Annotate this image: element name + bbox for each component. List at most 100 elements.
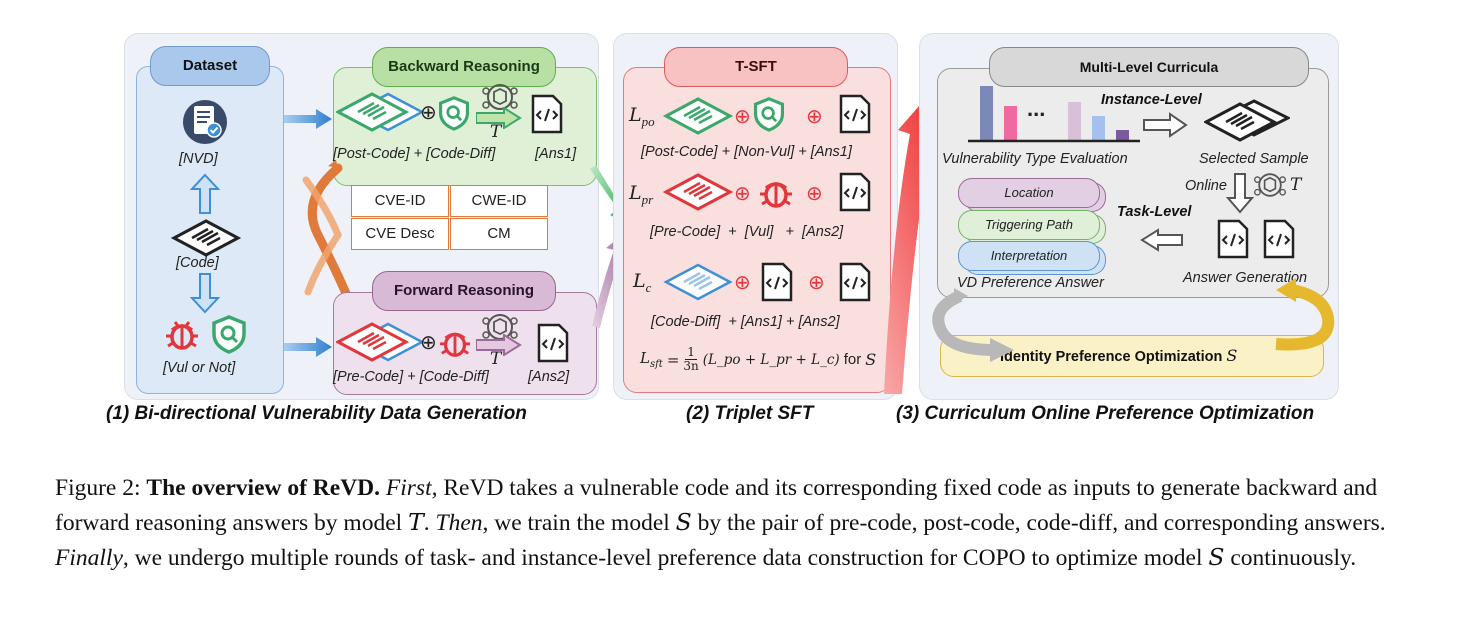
caption-text: by the pair of pre-code, post-code, code… bbox=[691, 510, 1386, 536]
arrow-tsft-to-curricula bbox=[884, 82, 946, 394]
caption-text: continuously. bbox=[1224, 545, 1357, 571]
answer-file-icon bbox=[761, 262, 793, 302]
answer-file-icon bbox=[839, 262, 871, 302]
teacher-symbol: T bbox=[490, 349, 502, 369]
bug-icon-small bbox=[760, 182, 792, 208]
backward-caption: [Post-Code] + [Code-Diff] bbox=[333, 146, 496, 162]
pre-code-diamond bbox=[662, 173, 734, 211]
loss-pr-label: Lpr bbox=[629, 182, 653, 208]
ipo-text: Identity Preference Optimization bbox=[1000, 349, 1223, 365]
arrow-to-backward bbox=[284, 109, 332, 129]
loss-symbol: L bbox=[629, 182, 642, 204]
bug-icon-small bbox=[439, 332, 471, 357]
code-diamond-icon bbox=[170, 219, 242, 257]
formula-numerator: 1 bbox=[685, 345, 697, 360]
pref-item-label: Interpretation bbox=[990, 248, 1068, 263]
selected-sample-diamonds bbox=[1204, 99, 1290, 142]
caption-teacher-symbol: T bbox=[408, 508, 424, 536]
caption-text: , we undergo multiple rounds of task- an… bbox=[122, 545, 1209, 571]
down-arrow-icon bbox=[190, 273, 220, 314]
answer-generation-label: Answer Generation bbox=[1183, 270, 1308, 286]
caption-text: ReVD takes a vulnerable code and its cor… bbox=[55, 475, 1378, 536]
formula-for: for bbox=[843, 351, 862, 368]
nvd-document-icon bbox=[183, 100, 227, 144]
caption-then: Then bbox=[435, 510, 483, 536]
teacher-symbol: T bbox=[1290, 175, 1302, 195]
yellow-loop-arrow bbox=[1275, 278, 1335, 351]
oplus-symbol: ⊕ bbox=[806, 106, 823, 128]
vul-label: [Vul or Not] bbox=[163, 360, 236, 376]
loss-subscript: pr bbox=[641, 191, 654, 207]
answer-file-icon bbox=[531, 94, 563, 134]
vte-label: Vulnerability Type Evaluation bbox=[942, 151, 1128, 167]
shield-icon bbox=[212, 315, 246, 354]
selected-sample-label: Selected Sample bbox=[1199, 151, 1309, 167]
forward-answer-label: [Ans2] bbox=[528, 369, 570, 385]
sft-loss-formula: Lsft = 1 3n (L_po + L_pr + L_c) for S bbox=[640, 346, 876, 373]
row1-caption: [Post-Code] + [Non-Vul] + [Ans1] bbox=[641, 144, 852, 160]
caption-prefix: Figure 2: bbox=[55, 475, 147, 501]
loss-subscript: po bbox=[641, 113, 655, 129]
answer-file-icon bbox=[537, 323, 569, 363]
forward-reasoning-title: Forward Reasoning bbox=[372, 271, 556, 311]
loss-subscript: c bbox=[645, 279, 652, 295]
code-label: [Code] bbox=[176, 255, 219, 271]
code-diff-diamond bbox=[663, 263, 733, 301]
loss-po-label: Lpo bbox=[629, 104, 655, 130]
pref-item-label: Location bbox=[1004, 185, 1054, 200]
formula-lhs-subscript: sft bbox=[649, 359, 663, 370]
pref-card-location: Location bbox=[958, 178, 1100, 208]
teacher-model-icon bbox=[482, 314, 518, 340]
formula-student-symbol: S bbox=[865, 350, 877, 369]
instance-arrow bbox=[1143, 112, 1188, 138]
ipo-box bbox=[940, 335, 1324, 377]
purple-right-arrow bbox=[476, 334, 522, 356]
backward-reasoning-title: Backward Reasoning bbox=[372, 47, 556, 87]
dataset-pill: Dataset bbox=[150, 46, 270, 86]
green-right-arrow bbox=[476, 107, 522, 129]
teacher-model-icon bbox=[482, 84, 518, 110]
curricula-title: Multi-Level Curricula bbox=[989, 47, 1309, 87]
online-label: Online bbox=[1185, 178, 1227, 194]
vd-preference-answer-label: VD Preference Answer bbox=[957, 275, 1104, 291]
ipo-label: Identity Preference Optimization S bbox=[1000, 346, 1237, 365]
loss-symbol: L bbox=[629, 104, 642, 126]
formula-equals: = bbox=[666, 350, 680, 369]
bars-ellipsis: ... bbox=[1027, 96, 1046, 121]
panel2-title: (2) Triplet SFT bbox=[686, 403, 814, 424]
formula-denominator: 3n bbox=[683, 359, 699, 373]
post-code-diamond bbox=[662, 97, 734, 135]
teacher-model-icon bbox=[1254, 173, 1286, 197]
caption-first: First, bbox=[385, 475, 438, 501]
oplus-symbol: ⊕ bbox=[734, 183, 751, 205]
formula-lhs: Lsft bbox=[640, 349, 663, 370]
bug-icon bbox=[166, 321, 198, 350]
oplus-symbol: ⊕ bbox=[808, 272, 825, 294]
shield-icon-small bbox=[754, 97, 784, 132]
loss-symbol: L bbox=[633, 270, 646, 292]
caption-text: , we train the model bbox=[482, 510, 676, 536]
pre-code-diff-diamonds bbox=[336, 322, 425, 362]
pref-item-label: Triggering Path bbox=[985, 217, 1073, 232]
oplus-symbol: ⊕ bbox=[420, 332, 437, 354]
caption-bold-title: The overview of ReVD. bbox=[146, 475, 381, 501]
nvd-label: [NVD] bbox=[179, 151, 218, 167]
task-left-arrow bbox=[1140, 228, 1183, 252]
task-level-label: Task-Level bbox=[1117, 204, 1192, 220]
cve-desc-box: CVE Desc bbox=[351, 218, 449, 250]
shield-icon-small bbox=[439, 96, 469, 131]
answer-file-icon bbox=[1263, 219, 1295, 259]
row2-caption: [Pre-Code] + [Vul] + [Ans2] bbox=[650, 224, 844, 240]
tsft-title: T-SFT bbox=[664, 47, 848, 87]
pref-card-triggering-path: Triggering Path bbox=[958, 210, 1100, 240]
answer-file-icon bbox=[839, 172, 871, 212]
backward-answer-label: [Ans1] bbox=[535, 146, 577, 162]
vulnerability-type-bars bbox=[968, 86, 1140, 143]
forward-caption: [Pre-Code] + [Code-Diff] bbox=[333, 369, 489, 385]
gray-loop-arrow bbox=[932, 288, 1014, 362]
panel1-title: (1) Bi-directional Vulnerability Data Ge… bbox=[106, 403, 527, 424]
teacher-symbol: T bbox=[490, 122, 502, 142]
formula-fraction: 1 3n bbox=[683, 346, 698, 373]
caption-student-symbol: S bbox=[675, 508, 692, 536]
row3-caption: [Code-Diff] + [Ans1] + [Ans2] bbox=[651, 314, 840, 330]
